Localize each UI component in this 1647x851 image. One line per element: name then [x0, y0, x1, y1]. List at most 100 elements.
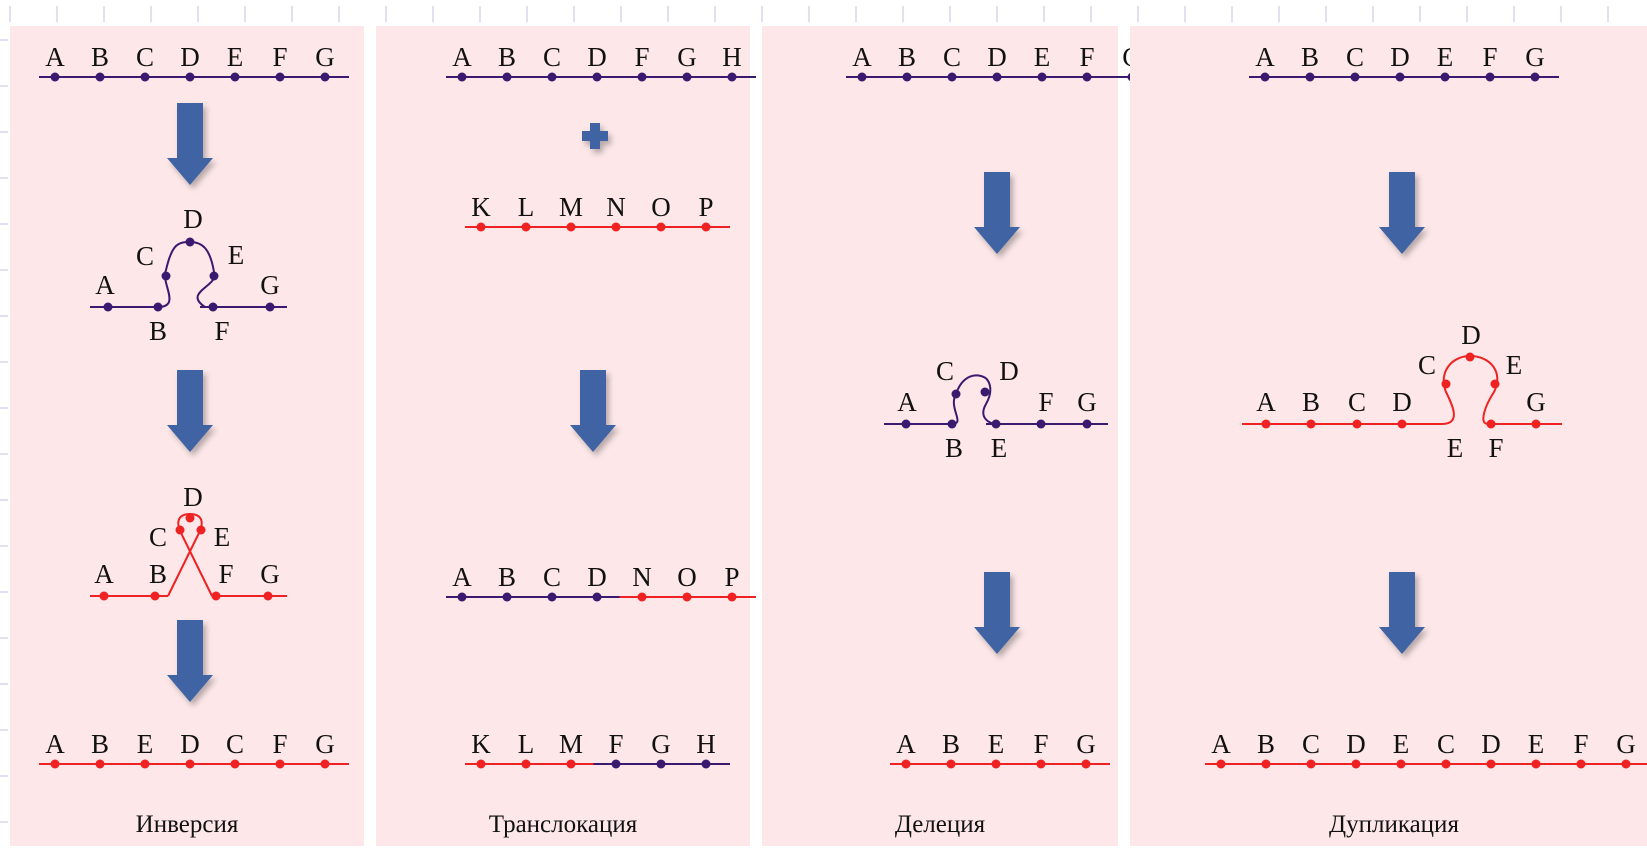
gene-label: B [91, 729, 109, 759]
gene-label: D [587, 42, 607, 72]
gene-label: B [942, 729, 960, 759]
gene-label: C [136, 241, 154, 271]
arrow-down-icon [1379, 172, 1425, 254]
panel-background [1130, 26, 1647, 846]
arrow-shape [167, 103, 213, 185]
gene-marker [547, 72, 557, 82]
gene-label: A [94, 559, 114, 589]
gene-marker [1465, 352, 1475, 362]
gene-label: E [214, 522, 231, 552]
gene-label: A [452, 562, 472, 592]
gene-marker [457, 592, 467, 602]
gene-marker [275, 72, 285, 82]
gene-label: E [1506, 350, 1523, 380]
gene-label: K [471, 192, 491, 222]
gene-label: A [897, 387, 917, 417]
gene-marker [263, 591, 273, 601]
gene-label: B [149, 559, 167, 589]
gene-marker [611, 759, 621, 769]
gene-marker [727, 72, 737, 82]
gene-label: L [518, 192, 535, 222]
gene-marker [185, 759, 195, 769]
gene-label: G [260, 270, 280, 300]
arrow-down-icon [570, 370, 616, 452]
gene-label: C [1302, 729, 1320, 759]
gene-label: B [1302, 387, 1320, 417]
gene-marker [103, 302, 113, 312]
gene-label: G [1525, 42, 1545, 72]
gene-marker [1397, 419, 1407, 429]
gene-label: C [1348, 387, 1366, 417]
gene-marker [1036, 419, 1046, 429]
gene-label: E [988, 729, 1005, 759]
gene-marker [457, 72, 467, 82]
gene-marker [1216, 759, 1226, 769]
gene-marker [1531, 759, 1541, 769]
gene-label: G [677, 42, 697, 72]
gene-label: A [1211, 729, 1231, 759]
gene-marker [1530, 72, 1540, 82]
gene-label: K [471, 729, 491, 759]
caption-deletion: Делеция [895, 811, 986, 838]
gene-label: F [218, 559, 233, 589]
gene-label: G [260, 559, 280, 589]
gene-marker [947, 419, 957, 429]
gene-label: F [1573, 729, 1588, 759]
gene-label: E [1393, 729, 1410, 759]
gene-marker [50, 72, 60, 82]
arrow-shape [1379, 172, 1425, 254]
gene-marker [476, 222, 486, 232]
gene-label: B [945, 433, 963, 463]
gene-label: O [677, 562, 697, 592]
gene-marker [320, 759, 330, 769]
panel-background [762, 26, 1118, 846]
gene-label: B [149, 316, 167, 346]
gene-marker [502, 592, 512, 602]
gene-label: E [137, 729, 154, 759]
caption-translocation: Транслокация [489, 811, 638, 838]
gene-label: F [1033, 729, 1048, 759]
gene-marker [947, 72, 957, 82]
gene-label: G [1077, 387, 1097, 417]
gene-marker [1441, 379, 1451, 389]
arrow-shape [974, 172, 1020, 254]
gene-label: P [698, 192, 713, 222]
gene-label: E [1437, 42, 1454, 72]
gene-label: D [1392, 387, 1412, 417]
gene-marker [185, 237, 195, 247]
gene-marker [196, 525, 206, 535]
gene-label: F [1488, 433, 1503, 463]
gene-label: F [608, 729, 623, 759]
gene-marker [727, 592, 737, 602]
gene-label: C [543, 562, 561, 592]
gene-marker [1261, 759, 1271, 769]
gene-marker [1306, 759, 1316, 769]
gene-label: E [1034, 42, 1051, 72]
gene-marker [230, 759, 240, 769]
gene-marker [1486, 419, 1496, 429]
gene-marker [946, 759, 956, 769]
gene-marker [1485, 72, 1495, 82]
gene-marker [1037, 72, 1047, 82]
gene-label: B [91, 42, 109, 72]
gene-label: E [991, 433, 1008, 463]
gene-label: C [149, 522, 167, 552]
gene-label: G [1526, 387, 1546, 417]
gene-marker [656, 222, 666, 232]
gene-label: N [606, 192, 626, 222]
caption-inversion: Инверсия [136, 811, 239, 838]
gene-label: C [226, 729, 244, 759]
arrow-down-icon [167, 103, 213, 185]
top-ruler [0, 6, 1609, 823]
gene-label: F [272, 729, 287, 759]
arrow-down-icon [974, 572, 1020, 654]
gene-marker [150, 591, 160, 601]
gene-marker [1036, 759, 1046, 769]
gene-label: D [587, 562, 607, 592]
